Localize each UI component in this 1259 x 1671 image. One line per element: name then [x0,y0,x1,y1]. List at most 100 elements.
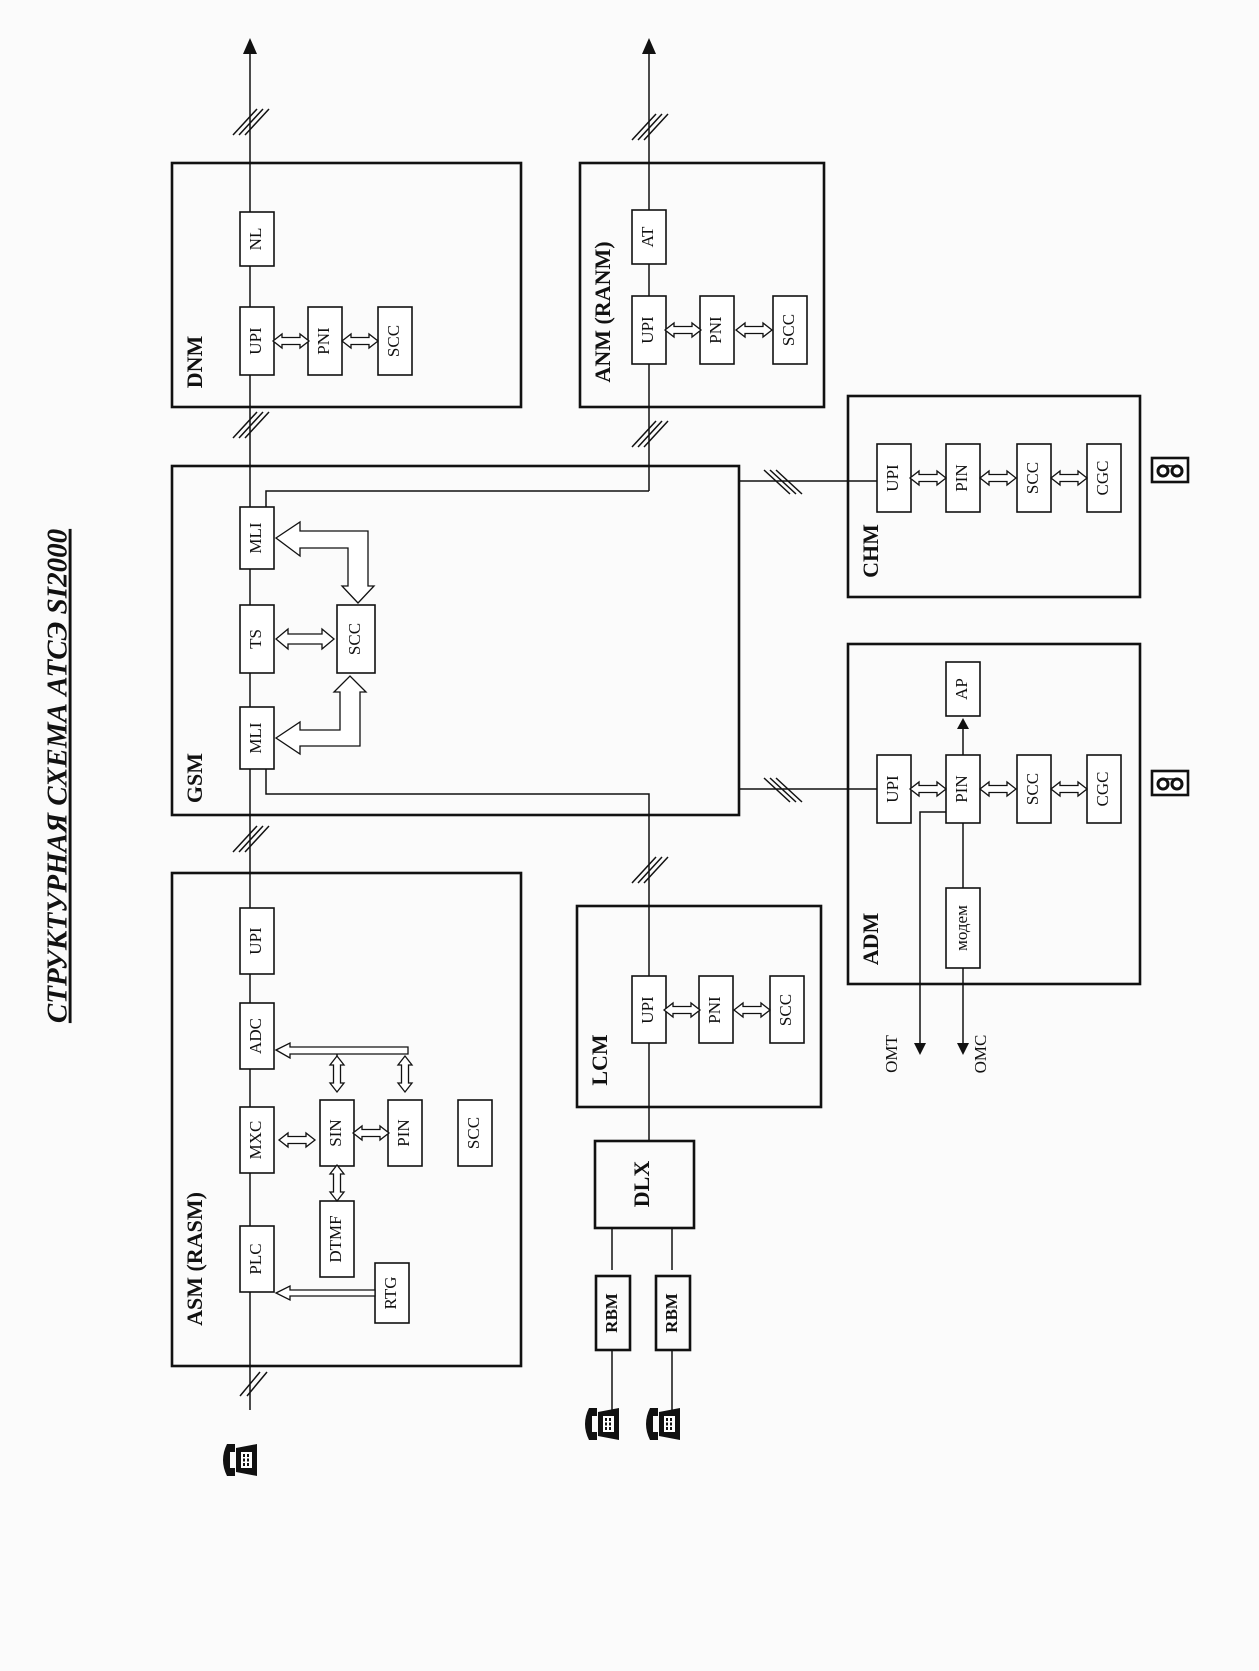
svg-text:UPI: UPI [638,996,657,1024]
anm-scc-block: SCC [772,295,808,365]
lcm-module: LCM UPI PNI SCC [575,904,823,1109]
dnm-pni-block: PNI [307,306,343,376]
asm-rtg-block: RTG [374,1262,410,1324]
adm-pin-block: PIN [945,754,981,824]
svg-text:DNM: DNM [182,335,207,388]
double-arrow-icon [329,1164,345,1202]
svg-text:CGC: CGC [1093,772,1112,807]
omc-label: OMC [971,1035,990,1074]
svg-text:ASM (RASM): ASM (RASM) [182,1192,207,1326]
svg-text:RBM: RBM [662,1293,681,1333]
svg-text:ANM (RANM): ANM (RANM) [590,241,615,382]
anm-module: ANM (RANM) AT UPI PNI SCC [578,161,826,409]
asm-mxc-block: MXC [239,1106,275,1174]
svg-text:модем: модем [952,905,971,951]
svg-text:GSM: GSM [182,753,207,803]
telephone-icon [223,1444,257,1476]
tape-drive-icon [1150,769,1190,797]
double-arrow-icon [352,1125,390,1141]
double-arrow-icon [272,333,310,349]
svg-text:PIN: PIN [394,1119,413,1146]
double-arrow-icon [397,1055,413,1093]
dlx-to-rbm-lines [611,1228,673,1415]
dnm-nl-block: NL [239,211,275,267]
adm-scc-block: SCC [1016,754,1052,824]
gsm-to-adm-line [739,777,877,803]
lcm-scc-block: SCC [769,975,805,1044]
svg-text:DLX: DLX [629,1161,654,1208]
lcm-link-line [265,760,669,1141]
svg-text:RBM: RBM [602,1293,621,1333]
dnm-upi-block: UPI [239,306,275,376]
omt-label: OMT [882,1034,901,1072]
double-arrow-icon [909,470,947,486]
svg-text:PNI: PNI [314,327,333,355]
telephone-icon [646,1408,680,1440]
bus-arrow-adc [274,1041,409,1060]
asm-upi-block: UPI [239,907,275,975]
svg-text:AT: AT [638,226,657,247]
adm-upi-block: UPI [876,754,912,824]
svg-text:SCC: SCC [779,314,798,346]
double-arrow-icon [274,627,336,651]
double-arrow-icon [663,1002,701,1018]
telephone-icon [585,1408,619,1440]
svg-text:NL: NL [246,228,265,251]
double-arrow-icon [278,1132,316,1148]
double-arrow-icon [909,781,947,797]
svg-text:DTMF: DTMF [326,1215,345,1262]
svg-text:CHM: CHM [858,524,883,578]
svg-text:UPI: UPI [246,927,265,955]
gsm-to-chm-line [739,469,877,495]
svg-text:AP: AP [952,678,971,700]
dlx-block: DLX [593,1139,696,1230]
asm-dtmf-block: DTMF [319,1200,355,1278]
chm-cgc-block: CGC [1086,443,1122,513]
adm-cgc-block: CGC [1086,754,1122,824]
bus-arrow-rtg [274,1284,376,1302]
double-arrow-icon [733,1002,771,1018]
asm-adc-block: ADC [239,1002,275,1070]
svg-text:SCC: SCC [464,1117,483,1149]
svg-text:TS: TS [246,629,265,649]
svg-text:UPI: UPI [883,775,902,803]
adm-ap-block: AP [945,661,981,717]
svg-text:SIN: SIN [326,1119,345,1146]
asm-scc-block: SCC [457,1099,493,1167]
svg-text:LCM: LCM [587,1034,612,1086]
double-arrow-icon [1050,470,1088,486]
svg-text:СТРУКТУРНАЯ СХЕМА АТСЭ SI2000: СТРУКТУРНАЯ СХЕМА АТСЭ SI2000 [42,529,74,1023]
rbm-block-2: RBM [654,1274,692,1352]
rbm-block-1: RBM [594,1274,632,1352]
svg-text:SCC: SCC [384,325,403,357]
chm-module: CHM UPI PIN SCC CGC [846,394,1190,599]
asm-plc-block: PLC [239,1225,275,1293]
svg-text:UPI: UPI [246,327,265,355]
svg-text:UPI: UPI [883,464,902,492]
svg-text:ADM: ADM [858,912,883,965]
anm-at-block: AT [631,209,667,265]
gsm-ts-block: TS [239,604,275,674]
double-arrow-icon [1050,781,1088,797]
bus-arrow-bottom [274,675,368,756]
lcm-pni-block: PNI [698,975,734,1044]
gsm-scc-block: SCC [336,604,376,674]
svg-text:CGC: CGC [1093,461,1112,496]
svg-text:PNI: PNI [705,996,724,1024]
svg-text:UPI: UPI [638,316,657,344]
svg-text:PNI: PNI [706,316,725,344]
asm-pin-block: PIN [387,1099,423,1167]
chm-scc-block: SCC [1016,443,1052,513]
double-arrow-icon [735,322,773,338]
svg-text:PIN: PIN [952,775,971,802]
gsm-mli-top-block: MLI [239,506,275,570]
svg-text:SCC: SCC [1023,773,1042,805]
diagram-title: СТРУКТУРНАЯ СХЕМА АТСЭ SI2000 [42,529,74,1023]
gsm-mli-bottom-block: MLI [239,706,275,770]
svg-text:MLI: MLI [246,722,265,754]
asm-module: ASM (RASM) UPI ADC MXC PLC SIN PIN SCC D… [170,871,523,1368]
double-arrow-icon [341,333,379,349]
adm-module: ADM AP UPI PIN SCC CGC модем [846,642,1190,1055]
